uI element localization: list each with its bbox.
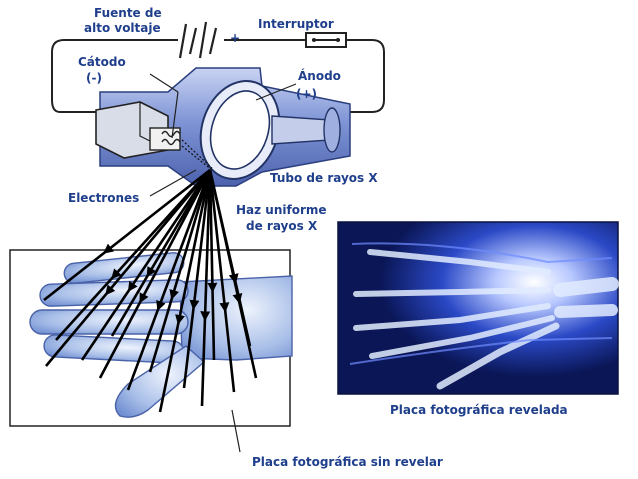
electron-beam — [181, 139, 213, 171]
xray-beam-line — [110, 169, 212, 337]
xray-beam-arrow — [103, 243, 115, 254]
label-source-line1: Fuente de — [94, 6, 162, 20]
bone-silhouettes — [353, 249, 619, 390]
label-electrons: Electrones — [68, 191, 139, 205]
xray-beam-arrow — [156, 299, 166, 312]
battery-icon — [178, 21, 218, 59]
xray-beam-line — [208, 169, 236, 393]
label-beam-line2: de rayos X — [246, 219, 318, 233]
developed-plate — [337, 221, 619, 395]
xray-beam-arrow — [189, 299, 200, 311]
circuit-wires — [51, 39, 385, 113]
xray-beam-line — [200, 169, 212, 407]
xray-beam-arrow — [146, 266, 157, 278]
xray-beam-arrow — [111, 268, 122, 280]
label-switch: Interruptor — [258, 17, 334, 31]
xray-beam-line — [158, 169, 212, 413]
cathode-block — [95, 101, 181, 159]
xray-beam-arrow — [232, 292, 243, 304]
label-undeveloped-plate: Placa fotográfica sin revelar — [252, 455, 443, 469]
xray-beam-line — [55, 169, 211, 341]
xray-tube — [95, 67, 351, 187]
label-plus-sign: + — [230, 31, 240, 45]
xray-beam-line — [126, 169, 212, 391]
anode-disk — [199, 80, 341, 180]
xray-beam-arrow — [139, 292, 149, 304]
label-cathode: Cátodo — [78, 55, 126, 69]
xray-beam-line — [148, 169, 212, 373]
label-anode: Ánodo — [298, 68, 341, 83]
xray-beam-arrow — [175, 314, 185, 325]
hand-outline-film — [349, 242, 613, 365]
xray-beam-line — [208, 169, 258, 379]
xray-beam-line — [182, 169, 212, 389]
xray-beam-line — [80, 169, 212, 361]
label-developed-plate: Placa fotográfica revelada — [390, 403, 568, 417]
label-tube: Tubo de rayos X — [270, 171, 378, 185]
xray-beam-arrow — [169, 289, 180, 301]
xray-beam-line — [45, 169, 211, 367]
xray-beam-arrow — [105, 284, 116, 296]
xray-beam-lines — [43, 168, 258, 413]
switch-icon — [305, 32, 347, 48]
hand-illustration — [29, 252, 293, 418]
label-beam-line1: Haz uniforme — [236, 203, 327, 217]
label-anode-sign: (+) — [296, 87, 317, 101]
xray-beam-line — [208, 169, 216, 361]
label-cathode-sign: (-) — [86, 71, 102, 85]
label-source-line2: alto voltaje — [84, 21, 161, 35]
xray-beam-arrow — [127, 280, 138, 292]
pointer-lines — [149, 73, 297, 453]
xray-beam-line — [43, 168, 211, 302]
